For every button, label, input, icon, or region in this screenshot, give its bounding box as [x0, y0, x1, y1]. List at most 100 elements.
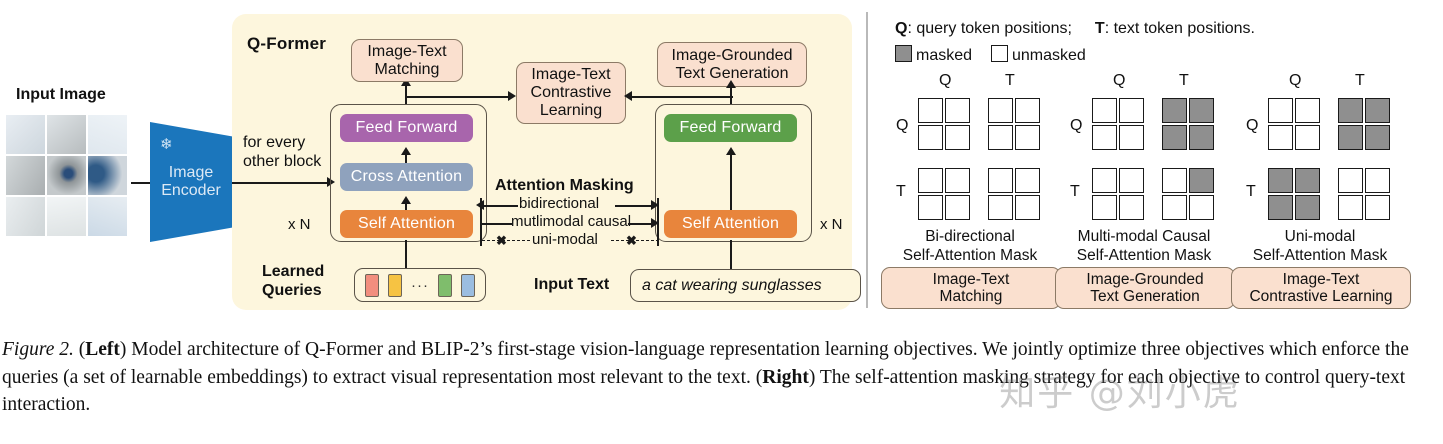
arrowhead-right-block-to-itg — [726, 80, 736, 88]
matrix-1-cell-r1-c2 — [1162, 125, 1187, 150]
matrix-0-col-header-t: T — [1005, 72, 1015, 89]
query-chip-3 — [438, 273, 452, 297]
connector-left-to-itc — [406, 96, 512, 98]
legend-mask-swatches: masked unmasked — [895, 45, 1086, 65]
objective-image-grounded-text-generation: Image-Grounded Text Generation — [657, 42, 807, 87]
self-attention-left-pill: Self Attention — [340, 210, 473, 238]
arrowhead-multimodal-causal-right — [651, 218, 659, 228]
connector-left-block-to-itm — [405, 84, 407, 104]
matrix-0-cell-r2-c1 — [945, 168, 970, 193]
arrowhead-cross-to-ff-left — [401, 147, 411, 155]
matrix-1-cell-r1-c0 — [1092, 125, 1117, 150]
matrix-0-cell-r0-c2 — [988, 98, 1013, 123]
feed-forward-right-pill: Feed Forward — [664, 114, 797, 142]
q-former-title: Q-Former — [247, 34, 327, 53]
arrowhead-left-to-itc — [508, 91, 516, 101]
arrowhead-left-block-to-itm — [401, 78, 411, 86]
matrix-0-cell-r1-c0 — [918, 125, 943, 150]
matrix-1-cell-r0-c3 — [1189, 98, 1214, 123]
matrix-1-cell-r3-c3 — [1189, 195, 1214, 220]
matrix-1-col-header-t: T — [1179, 72, 1189, 89]
connector-unimodal-right — [611, 240, 659, 241]
attention-masking-title: Attention Masking — [495, 177, 634, 194]
matrix-2-cell-r3-c2 — [1338, 195, 1363, 220]
learned-queries-label: Learned Queries — [262, 263, 325, 299]
matrix-1-cell-r0-c0 — [1092, 98, 1117, 123]
matrix-2-row-header-q: Q — [1246, 117, 1259, 134]
image-encoder-label-line1: Image — [168, 163, 214, 181]
legend-unmasked-label: unmasked — [1011, 47, 1086, 64]
matrix-2-cell-r2-c2 — [1338, 168, 1363, 193]
matrix-1-objective-line1: Image-Grounded — [1086, 270, 1204, 288]
input-image-label: Input Image — [16, 86, 106, 103]
matrix-1-cell-r3-c2 — [1162, 195, 1187, 220]
matrix-0-cell-r1-c3 — [1015, 125, 1040, 150]
arrowhead-self-to-ff-right — [726, 147, 736, 155]
input-text-label: Input Text — [534, 276, 610, 293]
matrix-2-col-header-t: T — [1355, 72, 1365, 89]
caption-text-3: ) The self-attention masking strategy fo… — [2, 366, 1406, 416]
matrix-1-cell-r0-c1 — [1119, 98, 1144, 123]
matrix-2-title-line1: Uni-modal — [1284, 228, 1356, 245]
self-attention-right-pill: Self Attention — [664, 210, 797, 238]
x-mark-left-icon: ✖ — [496, 233, 507, 248]
panel-divider — [866, 12, 868, 308]
matrix-1-title-line1: Multi-modal Causal — [1077, 228, 1211, 245]
arrowhead-self-to-cross — [401, 196, 411, 204]
matrix-1-cell-r2-c0 — [1092, 168, 1117, 193]
feed-forward-left-pill: Feed Forward — [340, 114, 473, 142]
connector-text-to-self-attention — [730, 240, 732, 269]
connector-encoder-to-cross-attention — [232, 182, 330, 184]
matrix-1-cell-r2-c2 — [1162, 168, 1187, 193]
caption-left-tag: Left — [85, 339, 120, 360]
objective-image-text-contrastive-learning: Image-Text Contrastive Learning — [516, 62, 626, 124]
matrix-2-row-header-t: T — [1246, 183, 1256, 200]
matrix-2-cell-r3-c1 — [1295, 195, 1320, 220]
masked-swatch-icon — [895, 45, 912, 62]
matrix-2-objective-line1: Image-Text — [1282, 270, 1360, 288]
matrix-1-row-header-q: Q — [1070, 117, 1083, 134]
right-transformer-block-outline — [655, 104, 812, 242]
matrix-0-cell-r0-c0 — [918, 98, 943, 123]
arrowhead-encoder-to-cross — [327, 177, 335, 187]
connector-multimodal-causal-right — [628, 223, 655, 225]
matrix-2-cell-r2-c3 — [1365, 168, 1390, 193]
matrix-2-cell-r0-c2 — [1338, 98, 1363, 123]
matrix-2-cell-r1-c3 — [1365, 125, 1390, 150]
matrix-0-cell-r2-c3 — [1015, 168, 1040, 193]
matrix-2-cell-r1-c2 — [1338, 125, 1363, 150]
arrowhead-bidirectional-right — [651, 200, 659, 210]
image-encoder-block: Image Encoder ❄ — [150, 122, 232, 242]
input-image-thumbnail — [6, 115, 128, 237]
matrix-1-cell-r1-c3 — [1189, 125, 1214, 150]
matrix-0-title-line2: Self-Attention Mask — [902, 246, 1038, 264]
matrix-0-cell-r1-c2 — [988, 125, 1013, 150]
matrix-0-cell-r3-c1 — [945, 195, 970, 220]
input-text-value: a cat wearing sunglasses — [642, 276, 822, 294]
matrix-1-cell-r2-c3 — [1189, 168, 1214, 193]
learned-queries-box[interactable]: ··· — [354, 268, 486, 302]
matrix-1-cell-r2-c1 — [1119, 168, 1144, 193]
masking-mode-multimodal-causal: mutlimodal causal — [511, 213, 632, 230]
connector-self-to-cross — [405, 201, 407, 211]
left-block-repeat-label: x N — [288, 216, 311, 233]
matrix-2-cell-r1-c0 — [1268, 125, 1293, 150]
matrix-1-title-line2: Self-Attention Mask — [1076, 246, 1212, 264]
input-text-field[interactable]: a cat wearing sunglasses — [630, 269, 861, 302]
matrix-2-cell-r0-c1 — [1295, 98, 1320, 123]
matrix-2-cell-r3-c3 — [1365, 195, 1390, 220]
objective-image-text-matching: Image-Text Matching — [351, 39, 463, 82]
figure-caption: Figure 2. (Left) Model architecture of Q… — [2, 336, 1440, 419]
matrix-0-cell-r0-c1 — [945, 98, 970, 123]
connector-unimodal-left — [482, 240, 530, 241]
matrix-0-cell-r3-c2 — [988, 195, 1013, 220]
matrix-2-cell-r1-c1 — [1295, 125, 1320, 150]
masking-mode-bidirectional: bidirectional — [519, 195, 600, 212]
matrix-0-objective-line1: Image-Text — [932, 270, 1010, 288]
